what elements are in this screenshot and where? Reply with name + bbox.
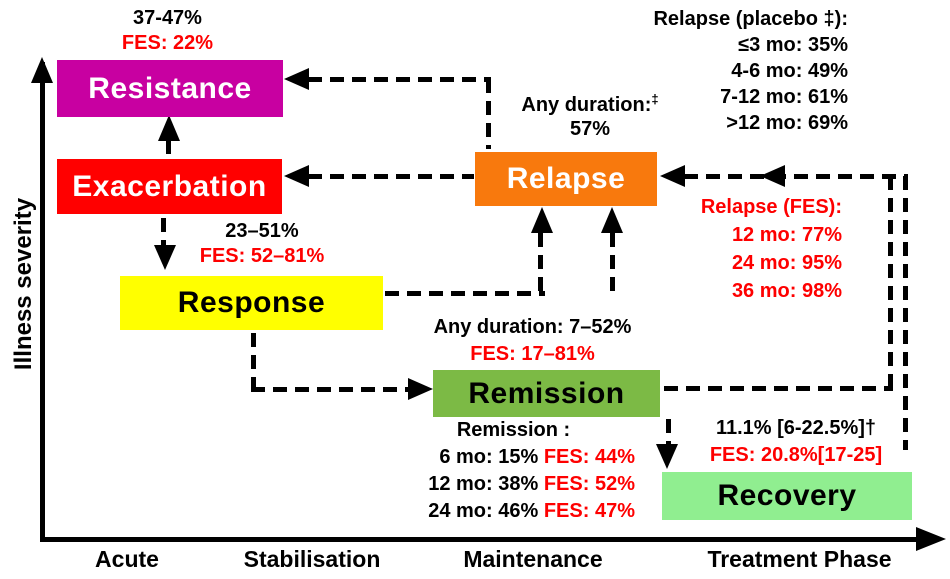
box-response: Response bbox=[120, 276, 383, 330]
remission-rate-fes: FES: 47% bbox=[543, 500, 635, 522]
arrow-recovery-loop-vline bbox=[903, 176, 908, 450]
resistance-fes-rate: FES: 22% bbox=[121, 32, 214, 54]
box-resistance-label: Resistance bbox=[88, 71, 252, 105]
remission-rate-time: 6 mo: 15% bbox=[439, 446, 539, 468]
response-fes-rate: FES: 52–81% bbox=[199, 245, 325, 267]
box-remission-label: Remission bbox=[468, 376, 625, 410]
recovery-rate: 11.1% [6-22.5%]† bbox=[715, 417, 877, 439]
relapse-fes-stats: Relapse (FES): 12 mo: 77% 24 mo: 95% 36 … bbox=[660, 193, 842, 305]
recovery-stats: 11.1% [6-22.5%]† FES: 20.8%[17-25] bbox=[678, 415, 914, 469]
remission-rate-fes: FES: 44% bbox=[543, 446, 635, 468]
arrow-remission-to-recovery-line bbox=[666, 419, 671, 446]
remission-rate-row: 24 mo: 46% FES: 47% bbox=[392, 498, 635, 525]
box-resistance: Resistance bbox=[57, 60, 283, 117]
arrow-response-to-relapse-hline bbox=[385, 291, 545, 296]
relapse-placebo-item: ≤3 mo: 35% bbox=[738, 34, 848, 56]
x-axis-arrowhead-icon bbox=[916, 527, 946, 551]
x-axis-label-stabilisation: Stabilisation bbox=[243, 546, 381, 572]
relapse-any-duration-label: Any duration:‡ bbox=[521, 91, 659, 116]
relapse-placebo-item: 7-12 mo: 61% bbox=[720, 86, 848, 108]
remission-any-duration-rate: Any duration: 7–52% bbox=[433, 316, 632, 338]
arrow-exacerbation-to-resistance-line bbox=[166, 140, 171, 158]
relapse-fes-title: Relapse (FES): bbox=[700, 196, 842, 218]
arrow-exacerbation-to-resistance-head-icon bbox=[158, 115, 180, 141]
relapse-fes-item: 12 mo: 77% bbox=[731, 224, 842, 246]
relapse-placebo-stats: Relapse (placebo ‡): ≤3 mo: 35% 4-6 mo: … bbox=[620, 6, 848, 136]
response-stats: 23–51% FES: 52–81% bbox=[172, 219, 352, 269]
box-recovery: Recovery bbox=[662, 472, 912, 520]
relapse-placebo-title: Relapse (placebo ‡): bbox=[653, 8, 848, 30]
x-axis-label-treatment-phase: Treatment Phase bbox=[707, 546, 892, 572]
x-axis-label-acute: Acute bbox=[95, 546, 159, 572]
y-axis-label: Illness severity bbox=[10, 197, 37, 371]
arrow-return-to-relapse-hline bbox=[684, 174, 908, 179]
remission-duration-stats: Any duration: 7–52% FES: 17–81% bbox=[405, 314, 660, 368]
x-axis-label-maintenance: Maintenance bbox=[463, 546, 603, 572]
remission-rates: Remission : 6 mo: 15% FES: 44% 12 mo: 38… bbox=[392, 417, 635, 525]
x-axis-line bbox=[40, 537, 918, 542]
arrow-remission-loop-vline bbox=[888, 176, 893, 391]
arrow-relapse-to-exacerbation-line bbox=[308, 174, 474, 179]
relapse-placebo-item: 4-6 mo: 49% bbox=[731, 60, 848, 82]
arrow-relapse-to-resistance-vline bbox=[486, 79, 491, 149]
y-axis-arrowhead-icon bbox=[31, 57, 53, 83]
box-relapse-label: Relapse bbox=[506, 162, 626, 195]
relapse-any-duration: Any duration:‡ 57% bbox=[492, 91, 688, 141]
arrow-response-to-remission-vline bbox=[251, 333, 256, 390]
remission-rate-fes: FES: 52% bbox=[543, 473, 635, 495]
relapse-fes-item: 36 mo: 98% bbox=[731, 280, 842, 302]
remission-rate-time: 24 mo: 46% bbox=[428, 500, 539, 522]
arrow-relapse-to-exacerbation-head-icon bbox=[284, 165, 309, 187]
arrow-exacerbation-to-response-line bbox=[161, 218, 166, 246]
box-recovery-label: Recovery bbox=[717, 479, 857, 512]
box-remission: Remission bbox=[433, 370, 660, 417]
resistance-rate: 37-47% bbox=[133, 7, 202, 29]
remission-fes-rate: FES: 17–81% bbox=[470, 343, 595, 365]
arrow-remission-to-relapse-line bbox=[610, 233, 615, 293]
arrow-response-to-relapse-vline bbox=[538, 233, 543, 293]
arrow-response-to-remission-head-icon bbox=[408, 378, 433, 400]
arrow-remission-to-relapse-head-icon bbox=[601, 207, 623, 233]
arrow-return-to-relapse-head-icon bbox=[660, 165, 685, 187]
arrow-relapse-to-resistance-head-icon bbox=[284, 68, 309, 90]
arrow-return-to-relapse-mid-head-icon bbox=[760, 165, 785, 187]
relapse-any-duration-value: 57% bbox=[569, 118, 611, 140]
double-dagger-symbol: ‡ bbox=[651, 91, 659, 107]
relapse-placebo-item: >12 mo: 69% bbox=[726, 112, 848, 134]
remission-rate-row: 12 mo: 38% FES: 52% bbox=[392, 471, 635, 498]
arrow-response-to-remission-hline bbox=[251, 387, 408, 392]
resistance-stats: 37-47% FES: 22% bbox=[85, 6, 250, 56]
arrow-remission-loop-hline bbox=[664, 386, 893, 391]
box-exacerbation-label: Exacerbation bbox=[72, 169, 267, 203]
recovery-fes-rate: FES: 20.8%[17-25] bbox=[709, 444, 883, 466]
arrow-exacerbation-to-response-head-icon bbox=[154, 245, 176, 270]
arrow-remission-to-recovery-head-icon bbox=[656, 444, 678, 469]
remission-rate-time: 12 mo: 38% bbox=[428, 473, 539, 495]
remission-rates-title: Remission : bbox=[456, 419, 571, 441]
remission-rate-row: 6 mo: 15% FES: 44% bbox=[392, 444, 635, 471]
arrow-response-to-relapse-head-icon bbox=[531, 207, 553, 233]
box-exacerbation: Exacerbation bbox=[57, 159, 282, 214]
relapse-fes-item: 24 mo: 95% bbox=[731, 252, 842, 274]
arrow-relapse-to-resistance-hline bbox=[308, 77, 491, 82]
box-response-label: Response bbox=[177, 286, 326, 319]
box-relapse: Relapse bbox=[475, 152, 657, 206]
response-rate: 23–51% bbox=[225, 220, 299, 242]
y-axis-line bbox=[40, 62, 45, 540]
